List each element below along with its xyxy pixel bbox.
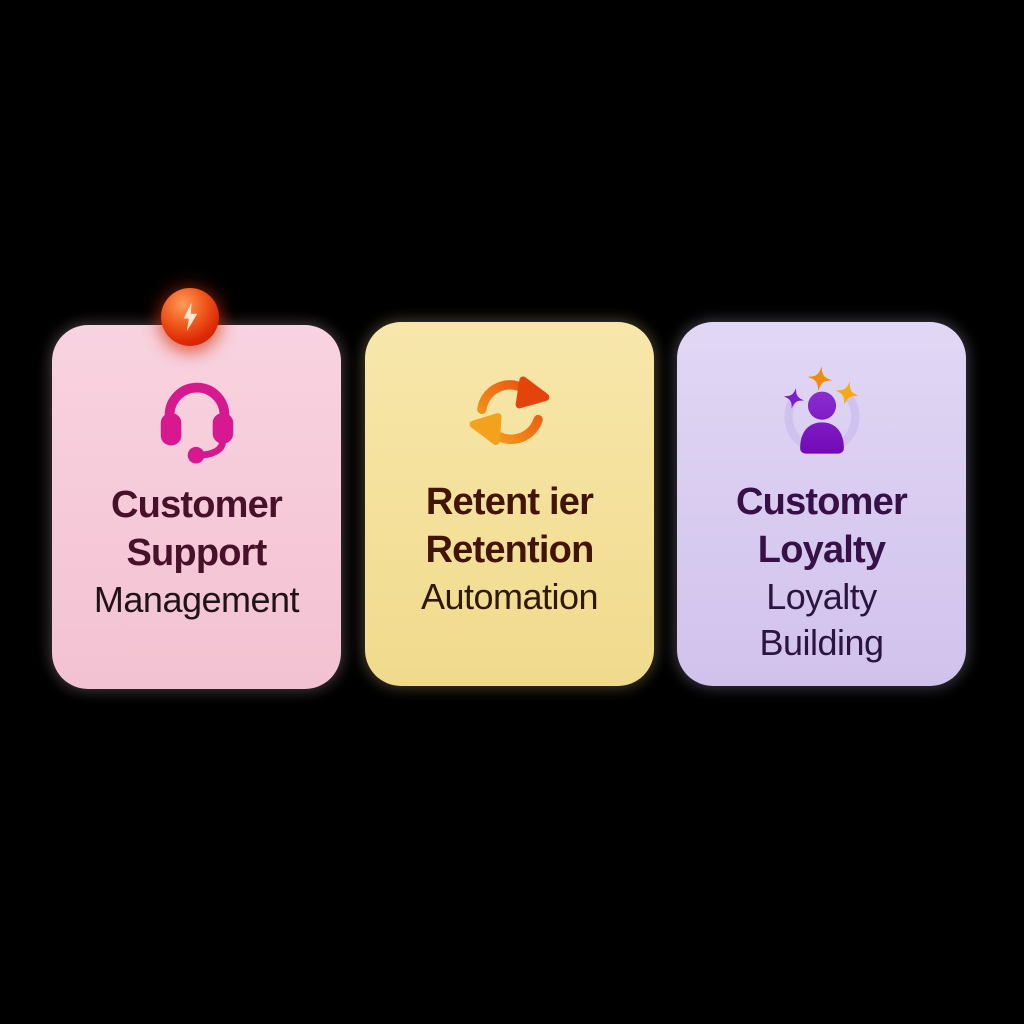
card-title-line: Retention bbox=[425, 529, 594, 571]
card-text: Customer Support Management bbox=[52, 481, 341, 623]
card-text: Retent ier Retention Automation bbox=[365, 478, 654, 620]
card-subtitle-line: Building bbox=[759, 622, 884, 663]
retention-automation-card: Retent ier Retention Automation bbox=[365, 322, 654, 686]
customer-loyalty-card: Customer Loyalty Loyalty Building bbox=[677, 322, 966, 686]
card-subtitle-line: Loyalty bbox=[766, 576, 877, 617]
card-title-line: Retent ier bbox=[425, 481, 594, 523]
sparkle-orange-top bbox=[807, 366, 832, 391]
card-text: Customer Loyalty Loyalty Building bbox=[677, 478, 966, 666]
card-title-line: Support bbox=[126, 532, 267, 574]
refresh-cycle-icon bbox=[455, 364, 565, 464]
card-title-line: Customer bbox=[736, 481, 908, 523]
card-subtitle-line: Management bbox=[93, 579, 300, 620]
person-sparkles-icon bbox=[767, 364, 877, 464]
lightning-bolt-icon bbox=[183, 302, 198, 332]
sparkle-orange-right bbox=[834, 381, 859, 405]
card-title-line: Loyalty bbox=[757, 529, 886, 571]
card-subtitle-line: Automation bbox=[420, 576, 599, 617]
sparkle-purple bbox=[783, 388, 804, 409]
card-title-line: Customer bbox=[111, 484, 283, 526]
customer-support-card: Customer Support Management bbox=[52, 325, 341, 689]
lightning-pin bbox=[161, 288, 219, 346]
headset-icon bbox=[142, 367, 252, 467]
